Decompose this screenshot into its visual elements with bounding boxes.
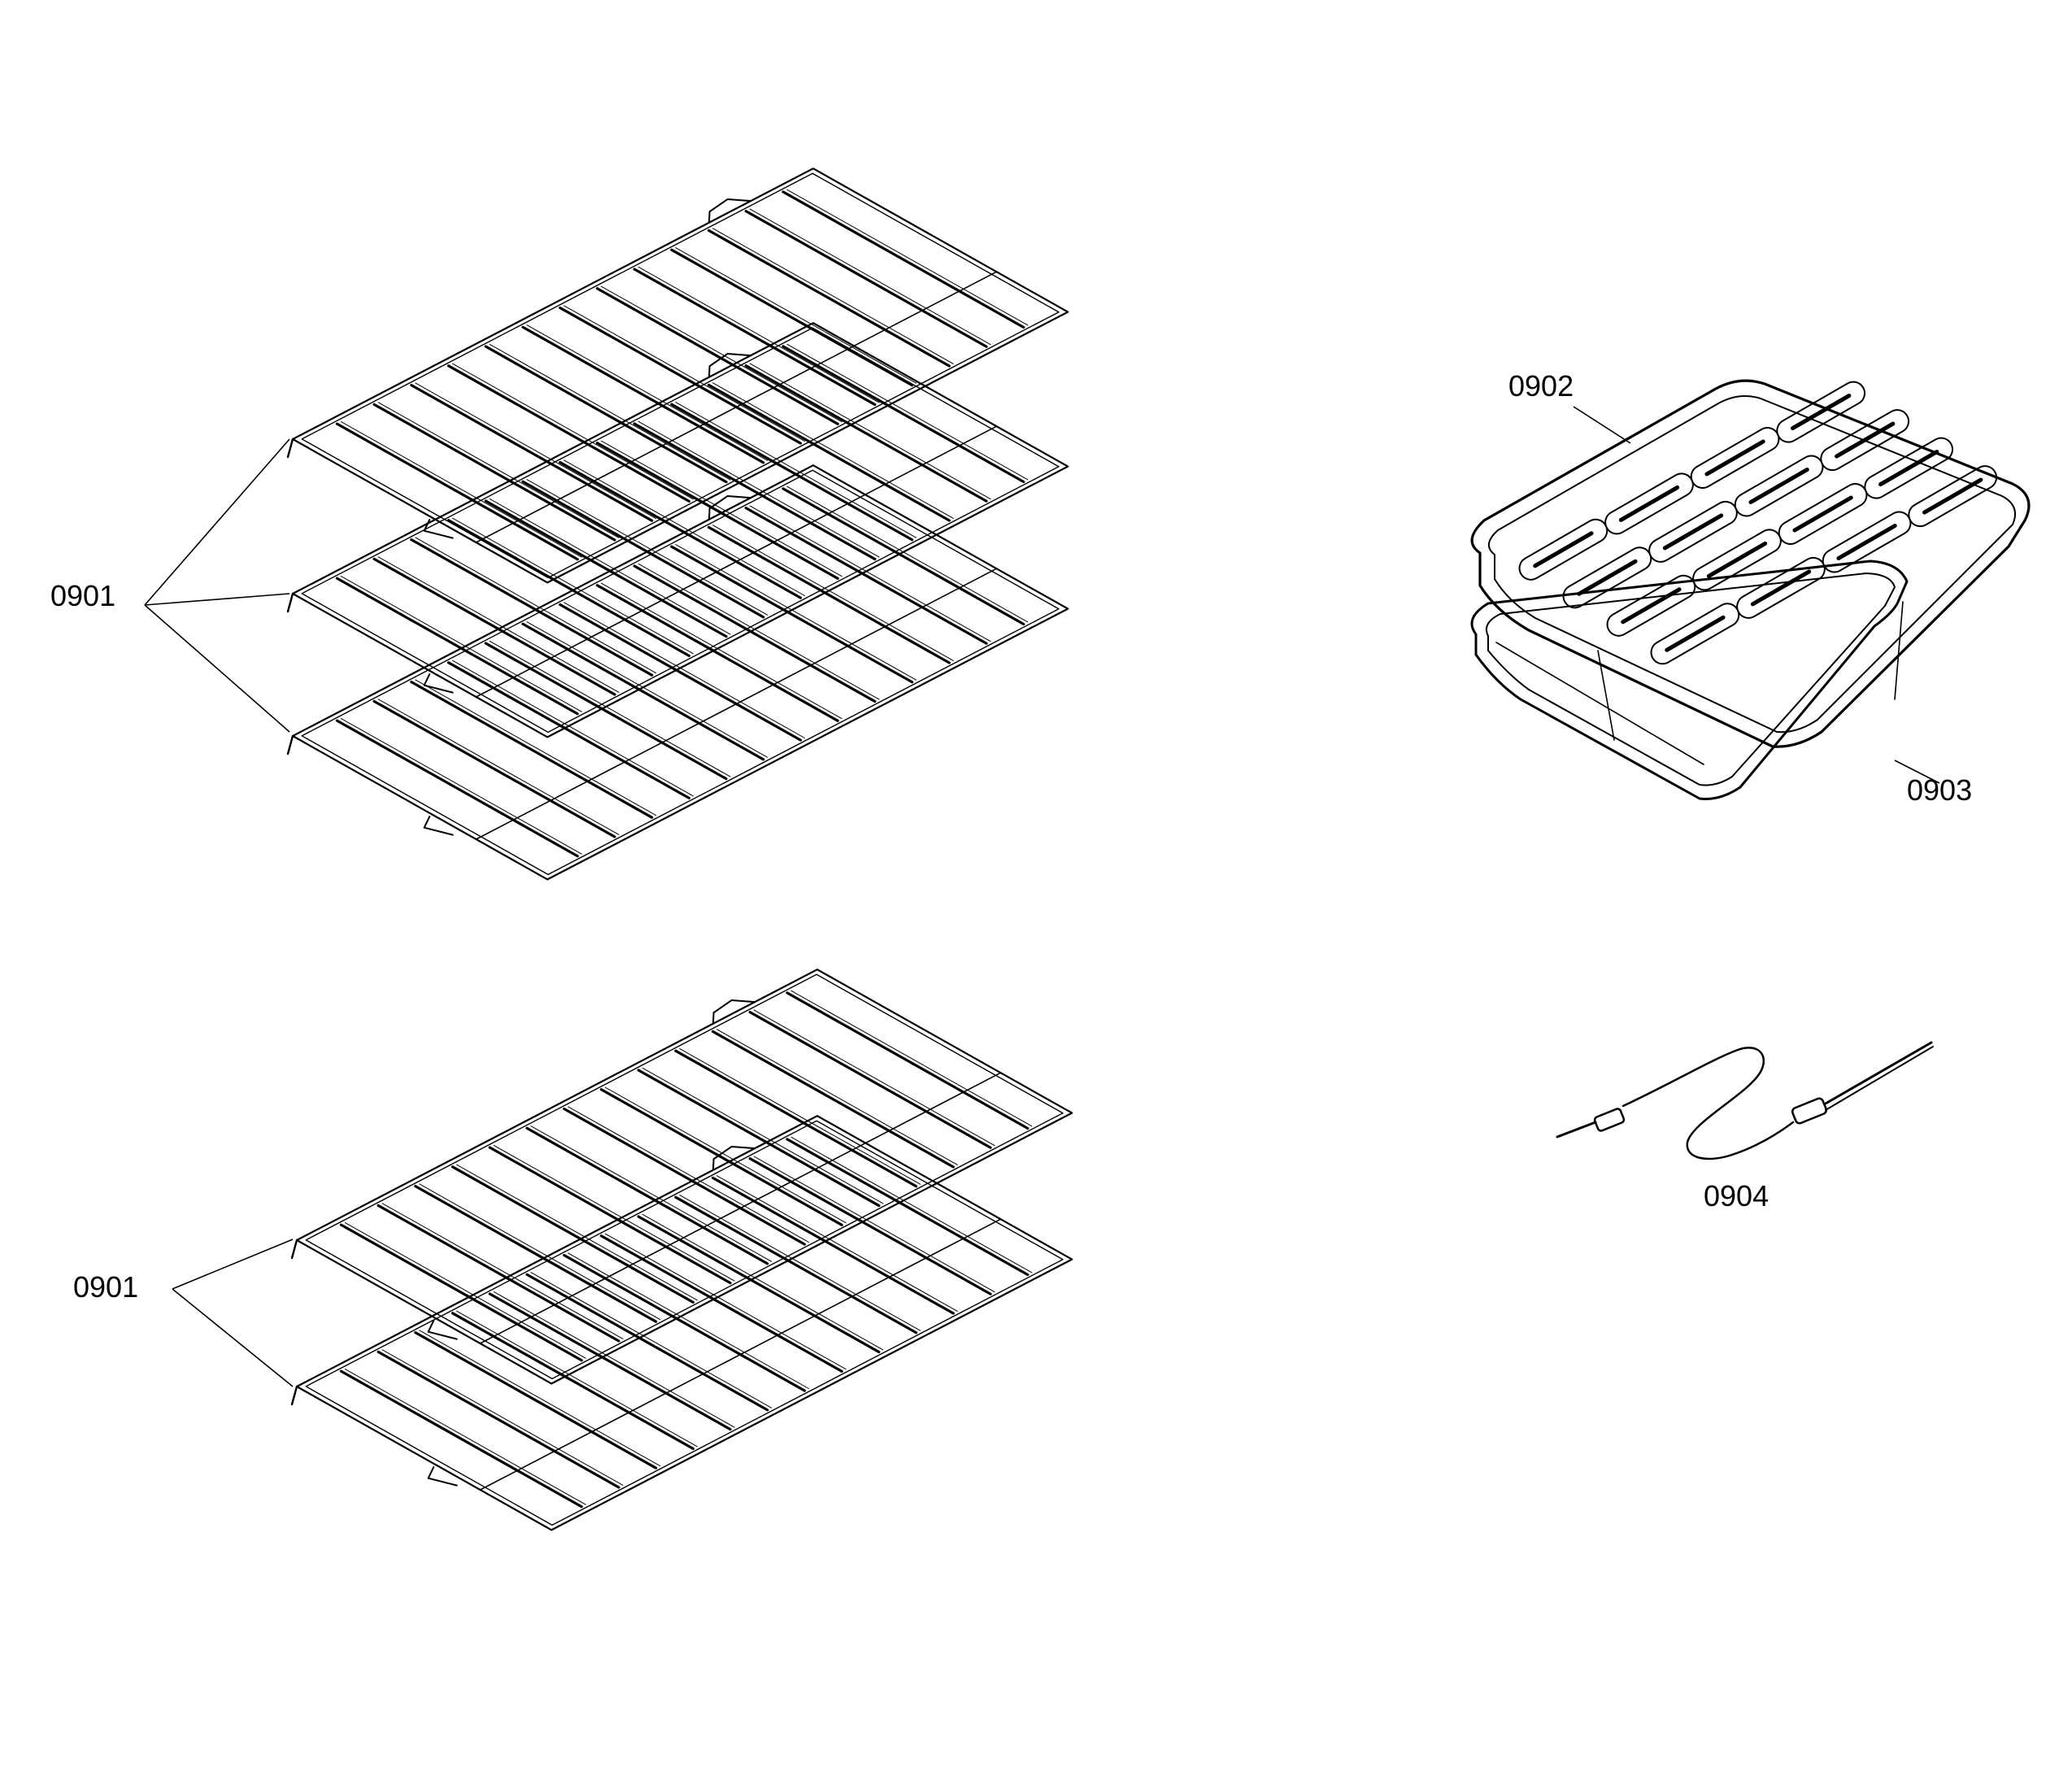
oven-rack-2	[286, 322, 1069, 738]
callout-0902: 0902	[1508, 369, 1574, 403]
broiler-slot	[1908, 465, 1998, 528]
broiler-slot	[1820, 409, 1910, 472]
broiler-slot	[1650, 603, 1740, 665]
broiler-slot	[1648, 500, 1738, 563]
broiler-pan	[1470, 559, 1909, 800]
callout-0903: 0903	[1907, 773, 1972, 807]
oven-rack-3	[286, 464, 1069, 881]
oven-racks-lower-group	[290, 969, 1073, 1531]
oven-rack-5	[290, 1115, 1073, 1531]
broiler-grid-slots	[1518, 381, 1998, 665]
callout-0904: 0904	[1704, 1179, 1769, 1213]
broiler-slot	[1864, 437, 1954, 499]
broiler-slot	[1734, 455, 1824, 517]
broiler-slot	[1776, 381, 1866, 443]
broiler-slot	[1518, 518, 1608, 581]
broiler-slot	[1736, 556, 1826, 619]
broiler-slot	[1690, 427, 1780, 489]
oven-rack-4	[290, 969, 1073, 1385]
callout-0901-lower: 0901	[73, 1270, 138, 1304]
oven-racks-upper-group	[286, 168, 1069, 881]
broiler-slot	[1604, 472, 1694, 535]
leader-lines	[144, 406, 1940, 1387]
meat-probe	[1556, 1041, 1934, 1160]
callout-0901-upper: 0901	[50, 579, 115, 612]
oven-rack-1	[286, 168, 1069, 584]
broiler-slot	[1778, 483, 1868, 545]
broiler-grid	[1470, 379, 2031, 748]
